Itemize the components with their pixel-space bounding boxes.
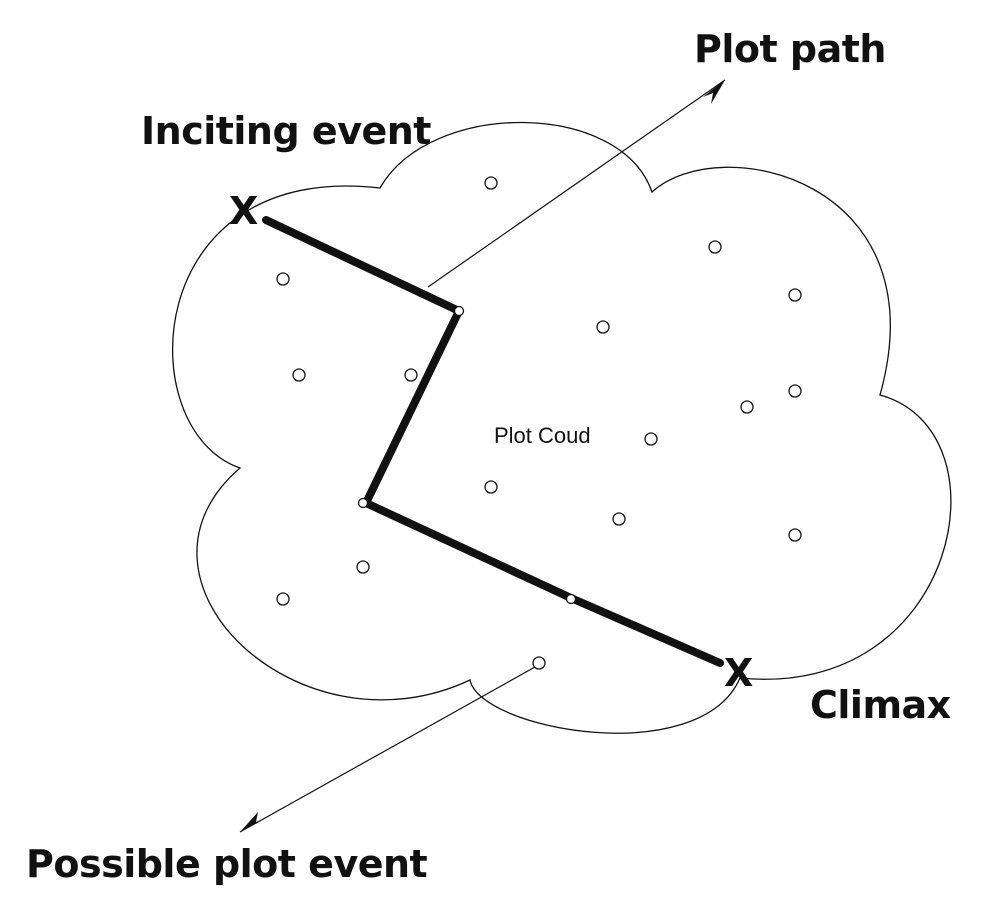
plot-event-circle	[532, 656, 546, 670]
plot-event-circle	[484, 176, 498, 190]
possible-plot-event-label: Possible plot event	[26, 842, 428, 886]
possible-plot-event-arrowhead	[240, 812, 266, 832]
plot-event-circle	[404, 368, 418, 382]
climax-marker: X	[724, 651, 753, 695]
plot-event-circle	[484, 480, 498, 494]
plot-event-circle	[276, 592, 290, 606]
inciting-event-marker: X	[229, 189, 258, 233]
plot-event-circle	[292, 368, 306, 382]
plot-event-circle	[356, 560, 370, 574]
plot-event-circle	[788, 528, 802, 542]
plot-event-circle	[788, 288, 802, 302]
plot-cloud-outline	[171, 121, 952, 734]
plot-event-circle	[612, 512, 626, 526]
path-node-circle	[565, 593, 577, 605]
climax-label: Climax	[810, 683, 951, 727]
inciting-event-label: Inciting event	[141, 109, 431, 153]
plot-cloud-label: Plot Coud	[494, 423, 591, 448]
plot-path-label: Plot path	[694, 27, 886, 71]
plot-event-circle	[276, 272, 290, 286]
plot-event-circle	[708, 240, 722, 254]
path-node-circle	[453, 305, 465, 317]
plot-event-circle	[788, 384, 802, 398]
plot-event-circle	[644, 432, 658, 446]
plot-event-circle	[740, 400, 754, 414]
possible-plot-event-pointer-line	[239, 666, 536, 833]
plot-event-circle	[596, 320, 610, 334]
path-node-circle	[357, 497, 369, 509]
plot-event-circles	[276, 176, 802, 670]
plot-path-arrowhead	[703, 80, 725, 104]
plot-path-pointer-line	[427, 79, 726, 288]
